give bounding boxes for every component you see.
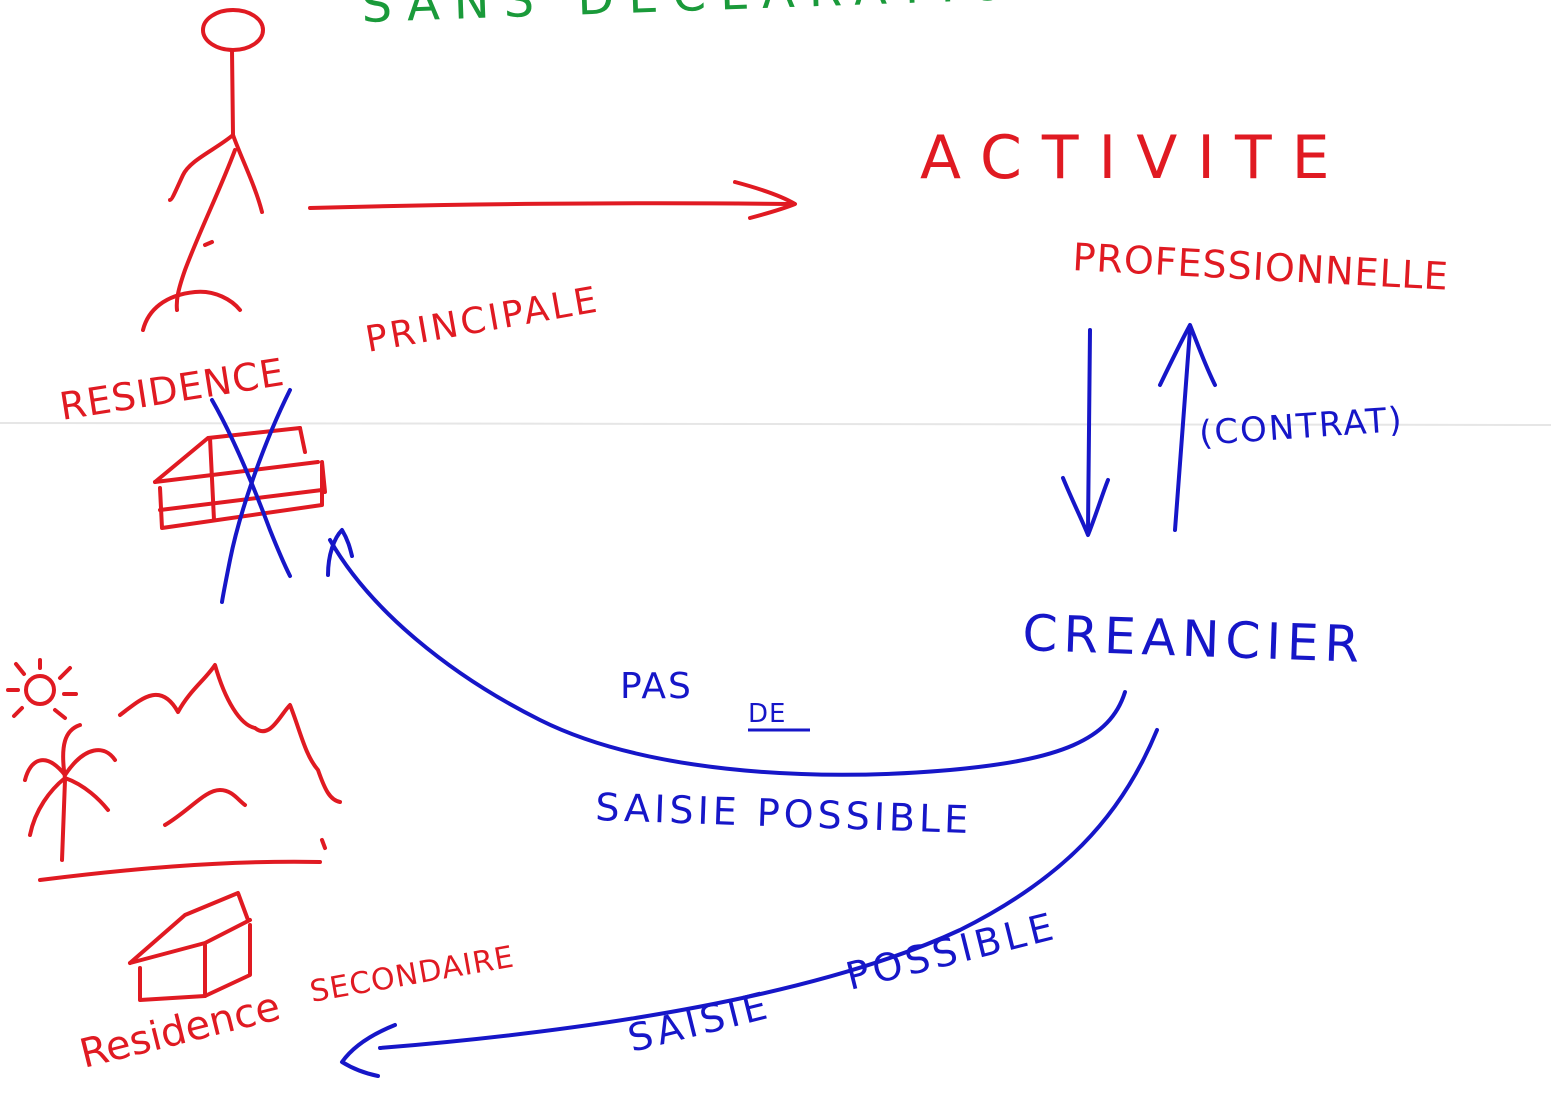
- down-arrow: [1061, 328, 1110, 537]
- mountain-landscape-icon: [6, 658, 342, 882]
- house-crossed-out-icon: [210, 388, 292, 604]
- scan-line: [0, 422, 1551, 426]
- residence-principale-label: RESIDENCE: [57, 350, 288, 429]
- creancier-label: CREANCIER: [1022, 604, 1367, 674]
- top-note-label: SANS DECLARATION: [360, 0, 1071, 34]
- arrow-to-activite: [308, 180, 797, 220]
- professionnelle-label: PROFESSIONNELLE: [1072, 235, 1450, 299]
- de-label: DE: [748, 699, 786, 729]
- second-house-icon: [128, 891, 252, 1002]
- saisie-possible-arrow: [340, 728, 1159, 1078]
- activite-label: ACTIVITE: [920, 123, 1350, 193]
- principale-label: PRINCIPALE: [362, 279, 602, 361]
- saisie-possible-label-2a: SAISIE: [624, 983, 776, 1061]
- main-house-icon: [153, 426, 327, 530]
- no-saisie-arrow: [326, 528, 1127, 777]
- pas-label: PAS: [620, 666, 693, 707]
- up-arrow: [1158, 323, 1217, 532]
- stick-figure-icon: [141, 8, 265, 332]
- contrat-label: (CONTRAT): [1198, 400, 1405, 454]
- residence-secondaire-label-b: SECONDAIRE: [307, 940, 517, 1010]
- saisie-possible-label-2b: POSSIBLE: [842, 904, 1062, 999]
- saisie-possible-label-1: SAISIE POSSIBLE: [595, 785, 973, 842]
